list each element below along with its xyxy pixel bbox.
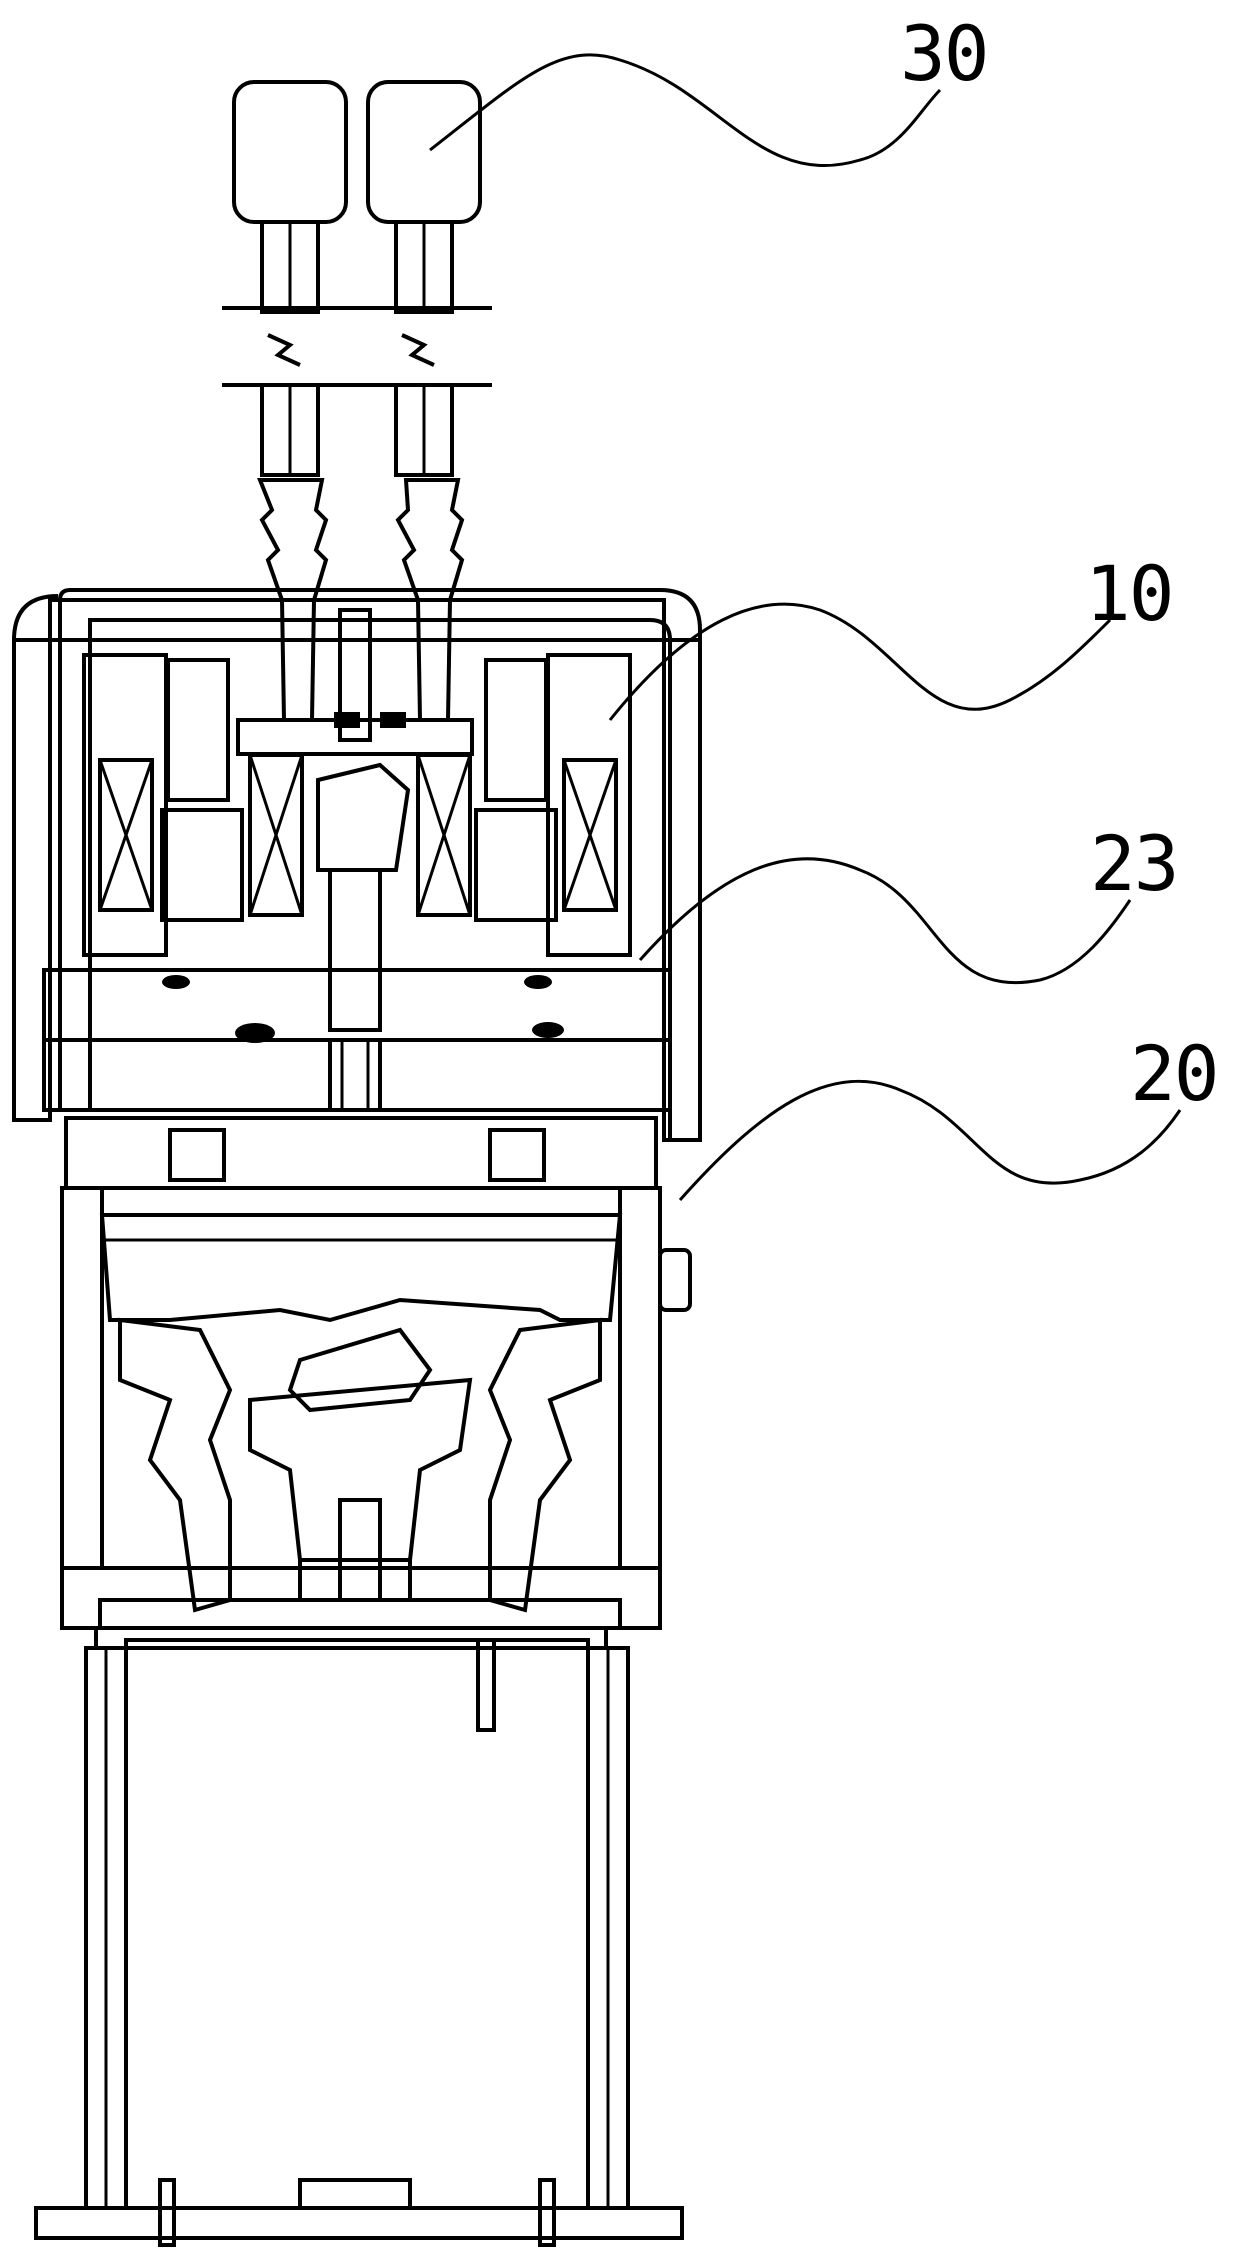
reference-labels: 30 10 23 20 — [900, 9, 1220, 1118]
label-23: 23 — [1090, 819, 1178, 908]
valve-seat-plate — [42, 1038, 672, 1112]
motor — [84, 1638, 630, 2210]
plunger-right — [484, 658, 548, 802]
pump-top-plate — [64, 1116, 658, 1190]
leader-10 — [608, 602, 1112, 721]
connector-cap-left — [232, 80, 348, 224]
pump-body — [60, 1116, 692, 1650]
seal-bottom-right — [532, 1022, 564, 1038]
diaphragm — [99, 1213, 623, 1323]
valve-housing — [12, 588, 702, 1142]
eccentric-wobble-plate — [287, 1327, 433, 1413]
break-symbol-right — [401, 333, 435, 367]
side-fitting — [658, 1248, 692, 1312]
coil-frame-left — [82, 653, 168, 957]
base-plate — [34, 2206, 684, 2240]
pump-wall-right — [618, 1186, 662, 1570]
base-pin-left — [158, 2178, 176, 2247]
coil-center-right — [416, 753, 472, 917]
leader-30 — [429, 53, 942, 167]
seal-top-right — [380, 712, 406, 728]
label-30: 30 — [900, 9, 988, 98]
break-symbol-left — [267, 333, 301, 367]
leader-lines — [429, 53, 1182, 1201]
hose-connectors — [222, 80, 492, 722]
base-pin-right — [538, 2178, 556, 2247]
plunger-left — [166, 658, 230, 802]
motor-pin — [476, 1638, 496, 1732]
connector-cap-right — [366, 80, 482, 224]
coil-frame-right — [546, 653, 632, 957]
coil-right — [562, 758, 618, 912]
outer-cover — [58, 588, 702, 1142]
coil-left — [98, 758, 154, 912]
label-10: 10 — [1085, 549, 1173, 638]
leader-20 — [678, 1079, 1182, 1201]
label-20: 20 — [1130, 1029, 1218, 1118]
pump-wall-left — [60, 1186, 104, 1570]
leader-23 — [638, 857, 1132, 984]
seal-top-left — [334, 712, 360, 728]
center-stem — [338, 608, 372, 742]
motor-core — [124, 1638, 590, 2210]
mounting-base — [34, 2178, 684, 2247]
coil-center-left — [248, 753, 304, 917]
rocker-left — [118, 1317, 233, 1613]
rocker-right — [487, 1317, 602, 1613]
